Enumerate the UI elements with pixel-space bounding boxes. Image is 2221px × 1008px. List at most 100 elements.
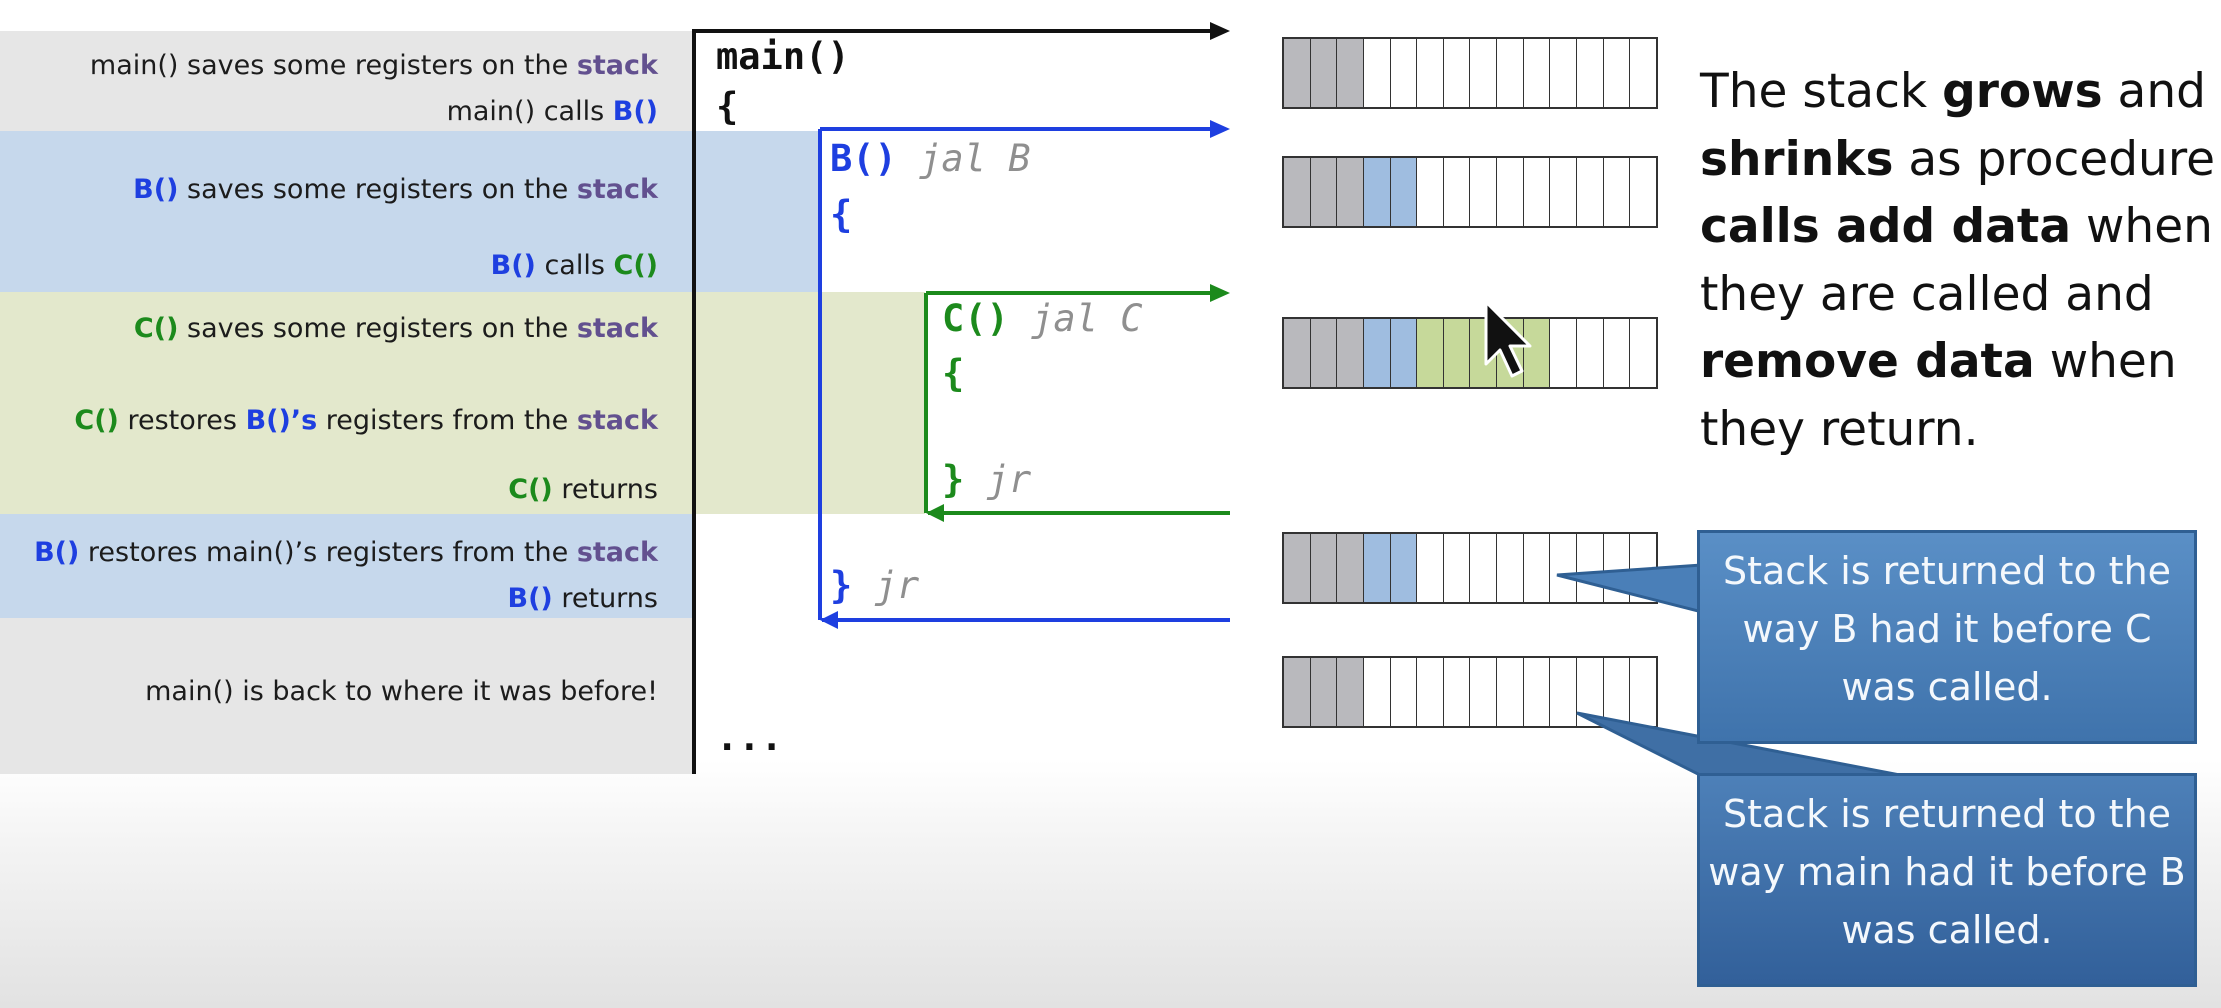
stack-cell-gray xyxy=(1284,319,1311,387)
stack-cell-gray xyxy=(1337,319,1364,387)
stack-cell-gray xyxy=(1284,658,1311,726)
stack-cell-empty xyxy=(1443,158,1471,226)
c-call-arrowhead xyxy=(1210,284,1230,302)
stack-state-2 xyxy=(1282,156,1658,228)
step-b-saves: B() saves some registers on the stack xyxy=(133,174,658,205)
stack-cell-empty xyxy=(1417,39,1444,107)
c-band xyxy=(0,292,692,514)
stack-cell-gray xyxy=(1337,39,1364,107)
stack-cell-empty xyxy=(1550,39,1578,107)
stack-cell-empty xyxy=(1470,534,1498,602)
stack-cell-empty xyxy=(1550,534,1578,602)
stack-cell-empty xyxy=(1523,658,1551,726)
code-c-asm: jal C xyxy=(1031,297,1143,340)
stack-cell-empty xyxy=(1603,158,1631,226)
step-b-returns: B() returns xyxy=(507,583,658,614)
stack-cell-gray xyxy=(1337,158,1364,226)
stack-cell-empty xyxy=(1363,658,1391,726)
stack-cell-empty xyxy=(1470,158,1498,226)
stack-cell-empty xyxy=(1630,158,1656,226)
stack-cell-empty xyxy=(1630,534,1656,602)
main-band-bottom xyxy=(0,618,692,774)
stack-cell-blue xyxy=(1363,319,1391,387)
b-return-arrowhead xyxy=(820,611,838,629)
step-main-saves: main() saves some registers on the stack xyxy=(89,50,658,81)
step-main-back: main() is back to where it was before! xyxy=(145,676,658,707)
stack-cell-gray xyxy=(1284,39,1311,107)
stack-cell-empty xyxy=(1523,39,1551,107)
code-b-name: B() xyxy=(830,137,897,180)
stack-cell-green xyxy=(1443,319,1471,387)
stack-cell-empty xyxy=(1497,39,1524,107)
stack-cell-empty xyxy=(1470,39,1498,107)
stack-cell-gray xyxy=(1284,534,1311,602)
stack-cell-empty xyxy=(1577,158,1604,226)
step-c-restores: C() restores B()’s registers from the st… xyxy=(74,405,658,436)
stack-cell-gray xyxy=(1310,658,1338,726)
stack-cell-blue xyxy=(1363,158,1391,226)
stack-cell-empty xyxy=(1390,658,1418,726)
code-main-open-brace: { xyxy=(716,85,739,128)
step-main-calls: main() calls B() xyxy=(446,96,658,127)
stack-cell-empty xyxy=(1603,319,1631,387)
stack-cell-empty xyxy=(1577,534,1604,602)
code-c-open-brace: { xyxy=(942,352,965,395)
stack-cell-empty xyxy=(1603,39,1631,107)
stack-description: The stack grows and shrinks as procedure… xyxy=(1700,64,2216,457)
code-b-ret-asm: jr xyxy=(874,564,920,607)
step-c-returns: C() returns xyxy=(508,474,658,505)
main-arrowhead xyxy=(1210,22,1230,40)
stack-cell-gray xyxy=(1310,534,1338,602)
stack-cell-blue xyxy=(1390,158,1418,226)
code-c-name: C() xyxy=(942,297,1009,340)
stack-cell-empty xyxy=(1630,39,1656,107)
stack-cell-empty xyxy=(1550,658,1578,726)
code-ellipsis: ... xyxy=(716,716,783,759)
stack-cell-empty xyxy=(1603,658,1631,726)
b-code-fill-top xyxy=(695,131,819,292)
code-c-call: C() jal C xyxy=(942,297,1143,341)
code-b-close-brace: } xyxy=(830,564,853,607)
stack-cell-empty xyxy=(1630,658,1656,726)
stack-cell-gray xyxy=(1337,534,1364,602)
stack-cell-empty xyxy=(1497,534,1524,602)
stack-cell-empty xyxy=(1630,319,1656,387)
step-b-calls: B() calls C() xyxy=(490,250,658,281)
stack-cell-empty xyxy=(1390,39,1418,107)
code-b-return: } jr xyxy=(830,564,919,608)
code-main-name: main() xyxy=(716,35,850,78)
stack-cell-empty xyxy=(1523,534,1551,602)
b-call-arrowhead xyxy=(1210,120,1230,138)
step-c-saves: C() saves some registers on the stack xyxy=(133,313,658,344)
b-band-bottom xyxy=(0,514,692,618)
stack-cell-empty xyxy=(1470,658,1498,726)
stack-cell-empty xyxy=(1550,158,1578,226)
stack-cell-empty xyxy=(1417,534,1444,602)
stack-cell-green xyxy=(1417,319,1444,387)
stack-cell-empty xyxy=(1577,658,1604,726)
stack-cell-blue xyxy=(1363,534,1391,602)
code-b-call: B() jal B xyxy=(830,137,1031,181)
stack-cell-empty xyxy=(1523,158,1551,226)
stack-cell-empty xyxy=(1363,39,1391,107)
code-b-asm: jal B xyxy=(919,137,1031,180)
stack-cell-gray xyxy=(1337,658,1364,726)
stack-cell-empty xyxy=(1577,319,1604,387)
stack-cell-blue xyxy=(1390,319,1418,387)
callout-after-c: Stack is returned to the way B had it be… xyxy=(1697,530,2197,744)
stack-cell-empty xyxy=(1443,534,1471,602)
stack-state-3 xyxy=(1282,317,1658,389)
stack-cell-empty xyxy=(1417,158,1444,226)
main-band-top xyxy=(0,31,692,131)
stack-state-4 xyxy=(1282,532,1658,604)
stack-cell-empty xyxy=(1603,534,1631,602)
stack-cell-gray xyxy=(1310,39,1338,107)
code-c-close-brace: } xyxy=(942,458,965,501)
stack-cell-gray xyxy=(1310,319,1338,387)
stack-state-1 xyxy=(1282,37,1658,109)
code-c-return: } jr xyxy=(942,458,1031,502)
stack-cell-empty xyxy=(1550,319,1578,387)
stack-cell-green xyxy=(1523,319,1551,387)
code-c-ret-asm: jr xyxy=(986,458,1032,501)
stack-cell-blue xyxy=(1390,534,1418,602)
